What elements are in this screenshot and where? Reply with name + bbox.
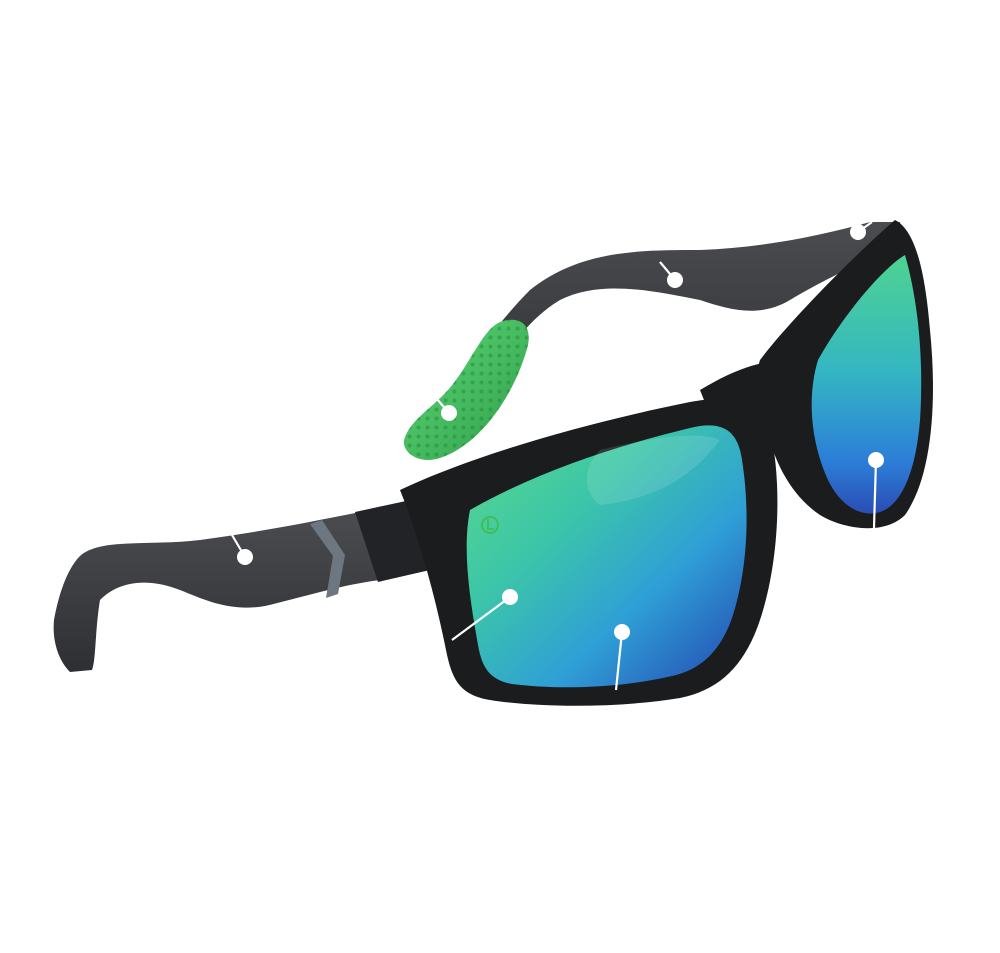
main-lens	[466, 425, 747, 688]
brand-logo-icon	[481, 516, 499, 534]
hotspot-lines	[231, 221, 878, 691]
hinge-top-hotspot[interactable]	[850, 224, 866, 240]
ear-grip-texture	[403, 319, 529, 460]
right-lens-hotspot[interactable]	[868, 452, 884, 468]
main-lens-highlight	[586, 435, 720, 505]
right-lens	[811, 255, 922, 514]
near-temple-hotspot[interactable]	[237, 549, 253, 565]
far-temple-arm	[440, 222, 902, 420]
far-temple-hotspot[interactable]	[667, 272, 683, 288]
ear-grip-hotspot[interactable]	[441, 405, 457, 421]
near-temple-arm	[53, 512, 380, 672]
temple-chevron-icon	[310, 520, 345, 598]
lens-side-hotspot[interactable]	[502, 589, 518, 605]
lens-bottom-hotspot[interactable]	[614, 624, 630, 640]
